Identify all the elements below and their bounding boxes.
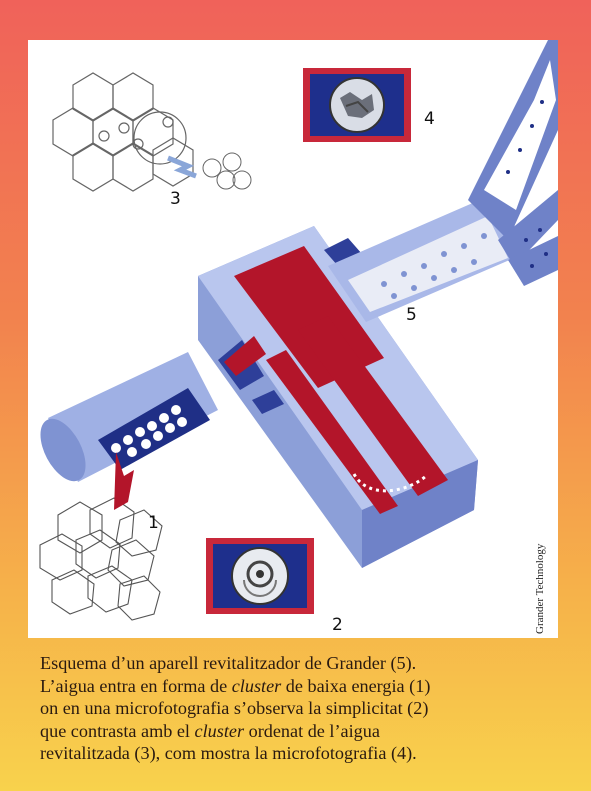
- caption-line-4-b: ordenat de l’aigua: [244, 721, 380, 741]
- caption-line-5: revitalitzada (3), com mostra la microfo…: [40, 742, 560, 765]
- caption-line-2-a: L’aigua entra en forma de: [40, 676, 232, 696]
- marker-4: 4: [424, 109, 435, 129]
- photo-credit: Grander Technology: [534, 544, 546, 634]
- caption-line-2: L’aigua entra en forma de cluster de bai…: [40, 675, 560, 698]
- revitalizer-diagram: 3 4 5 1 2: [28, 40, 558, 638]
- caption-line-1: Esquema d’un aparell revitalitzador de G…: [40, 652, 560, 675]
- marker-1: 1: [148, 513, 159, 533]
- caption-line-2-b: de baixa energia (1): [281, 676, 430, 696]
- microphoto-4: [303, 68, 411, 142]
- figure-caption: Esquema d’un aparell revitalitzador de G…: [40, 652, 560, 765]
- figure-panel: 3 4 5 1 2: [28, 40, 558, 638]
- caption-line-4-a: que contrasta amb el: [40, 721, 195, 741]
- cluster-arrow: [168, 153, 251, 189]
- marker-2: 2: [332, 615, 343, 635]
- marker-5: 5: [406, 305, 417, 325]
- low-energy-cluster-hexagons: [40, 498, 162, 620]
- caption-line-3: on en una microfotografia s’observa la s…: [40, 697, 560, 720]
- microphoto-2: [206, 538, 314, 614]
- marker-3: 3: [170, 189, 181, 209]
- caption-term-cluster-2: cluster: [195, 721, 245, 741]
- caption-line-4: que contrasta amb el cluster ordenat de …: [40, 720, 560, 743]
- grander-device: [31, 40, 558, 568]
- caption-term-cluster-1: cluster: [232, 676, 282, 696]
- ordered-cluster-hexagons: [53, 73, 193, 191]
